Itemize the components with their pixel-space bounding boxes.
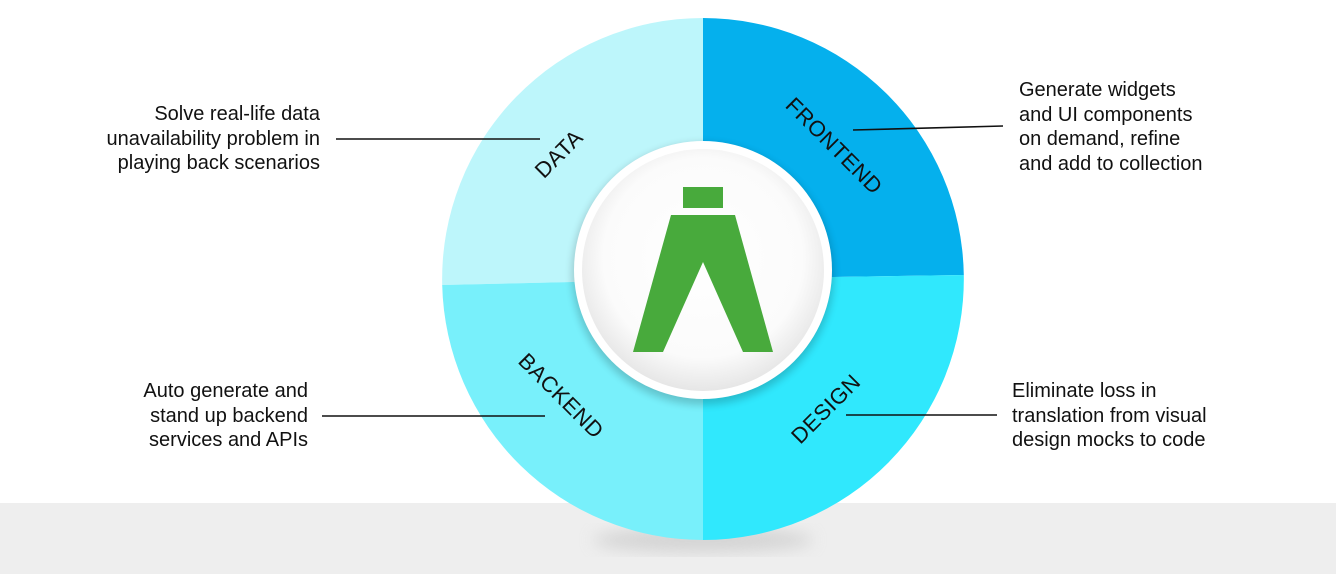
callout-design-line: design mocks to code bbox=[1012, 429, 1206, 451]
connector-frontend bbox=[852, 125, 1004, 131]
callout-backend-line: Auto generate and bbox=[143, 380, 308, 402]
callout-frontend-line: Generate widgets bbox=[1019, 79, 1176, 101]
callout-backend-line: stand up backend bbox=[150, 404, 308, 427]
callout-backend-line: services and APIs bbox=[149, 429, 308, 451]
callout-data-line: unavailability problem in bbox=[106, 127, 320, 150]
callout-data-line: playing back scenarios bbox=[117, 152, 320, 174]
logo-icon bbox=[633, 187, 773, 352]
callout-frontend-line: and UI components bbox=[1019, 103, 1193, 126]
hub-inner bbox=[582, 149, 824, 391]
callout-frontend: Generate widgets and UI components on de… bbox=[1019, 78, 1202, 176]
callout-design-line: Eliminate loss in bbox=[1012, 380, 1157, 402]
callout-backend: Auto generate and stand up backend servi… bbox=[143, 379, 308, 453]
callout-design: Eliminate loss in translation from visua… bbox=[1012, 379, 1207, 453]
callout-frontend-line: on demand, refine bbox=[1019, 128, 1181, 150]
callout-frontend-line: and add to collection bbox=[1019, 152, 1203, 175]
callout-data: Solve real-life data unavailability prob… bbox=[107, 102, 320, 176]
logo-chevron bbox=[633, 215, 773, 352]
callout-design-line: translation from visual bbox=[1012, 404, 1207, 427]
callout-data-line: Solve real-life data bbox=[154, 103, 320, 125]
logo-bar bbox=[683, 187, 723, 208]
